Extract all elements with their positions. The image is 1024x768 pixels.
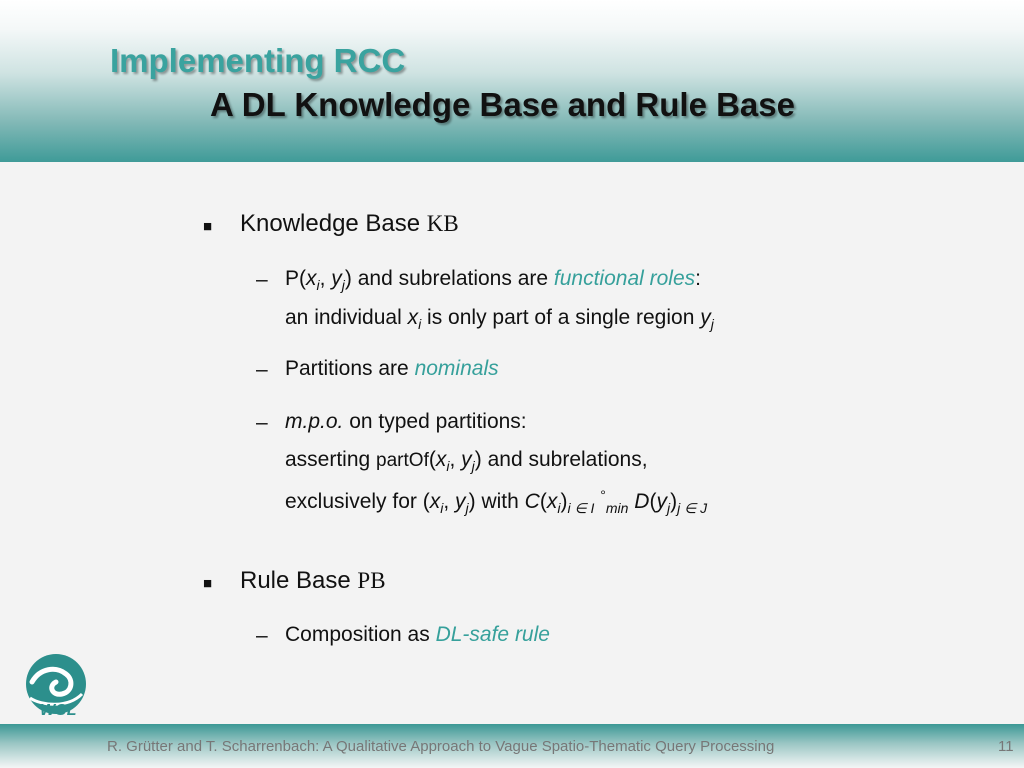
kb-symbol: KB [426,211,459,236]
footer-band [0,724,1024,768]
rb-item-composition: Composition as DL-safe rule [285,623,550,647]
text: asserting [285,448,377,471]
var-x: x [435,448,447,471]
wsl-logo-icon [26,654,86,714]
sub-i: i [446,458,450,475]
text: Partitions are [285,357,415,380]
sub-j: j [710,316,714,333]
concept-D: D [634,490,650,513]
rule-base-heading: Rule Base PB [240,567,386,595]
text: : [695,267,701,290]
logo-text: WSL [40,702,78,719]
sub-i: i [316,277,320,294]
header-band [0,0,1024,162]
sub-j: j [341,277,345,294]
knowledge-base-heading: Knowledge Base KB [240,210,459,238]
dash-marker: – [256,411,268,434]
dash-marker: – [256,268,268,291]
index-j-in-J: j ∈ J [677,500,708,516]
sub-i: i [557,500,561,517]
knowledge-base-label: Knowledge Base [240,210,427,237]
kb-item-mpo-line3: exclusively for (xi, yj) with C(xi)i ∈ I… [285,487,708,517]
var-y: y [331,267,342,290]
text: ) and subrelations are [344,267,554,290]
pb-symbol: PB [357,568,386,593]
kb-item-mpo: m.p.o. on typed partitions: [285,410,527,434]
footer-citation: R. Grütter and T. Scharrenbach: A Qualit… [107,738,775,755]
bullet-marker: ■ [203,575,213,592]
var-y: y [700,306,711,329]
var-y: y [455,490,466,513]
text: Composition as [285,623,436,646]
text: , [319,267,332,290]
dl-safe-rule-term: DL-safe rule [435,623,550,646]
index-i-in-I: i ∈ I [567,500,595,516]
kb-item-mpo-line2: asserting partOfP((xi, yj) and subrelati… [285,448,648,475]
sub-j: j [465,500,469,517]
kb-item-functional-roles-line2: an individual xi is only part of a singl… [285,306,714,332]
dash-marker: – [256,624,268,647]
sub-i: i [440,500,444,517]
sub-j: j [471,458,475,475]
rule-base-label: Rule Base [240,567,358,594]
var-x: x [306,267,317,290]
text: P( [285,267,306,290]
var-y: y [461,448,472,471]
partof-function: partOf [376,450,429,471]
nominals-term: nominals [414,357,499,380]
text: on typed partitions: [343,410,527,433]
kb-item-functional-roles: P(xi, yj) and subrelations are functiona… [285,267,701,293]
text: ) and subrelations, [474,448,648,471]
text: an individual [285,306,408,329]
kb-item-partitions: Partitions are nominals [285,357,499,381]
text: , [443,490,455,513]
text: exclusively for ( [285,490,430,513]
text: , [449,448,462,471]
sub-j: j [666,500,671,517]
circ-symbol: ° [600,487,606,503]
dash-marker: – [256,358,268,381]
var-x: x [407,306,419,329]
sub-i: i [418,316,422,333]
slide-subtitle: A DL Knowledge Base and Rule Base [210,86,795,123]
slide-title: Implementing RCC [110,42,406,79]
functional-roles-term: functional roles [553,267,696,290]
var-x: x [429,490,441,513]
var-x: x [546,490,558,513]
concept-C: C [524,490,540,513]
var-y: y [656,490,667,513]
text: ) with [468,490,525,513]
text: is only part of a single region [421,306,701,329]
page-number: 11 [998,738,1014,755]
mpo-term: m.p.o. [285,410,344,433]
min-label: min [605,500,629,516]
bullet-marker: ■ [203,218,213,235]
